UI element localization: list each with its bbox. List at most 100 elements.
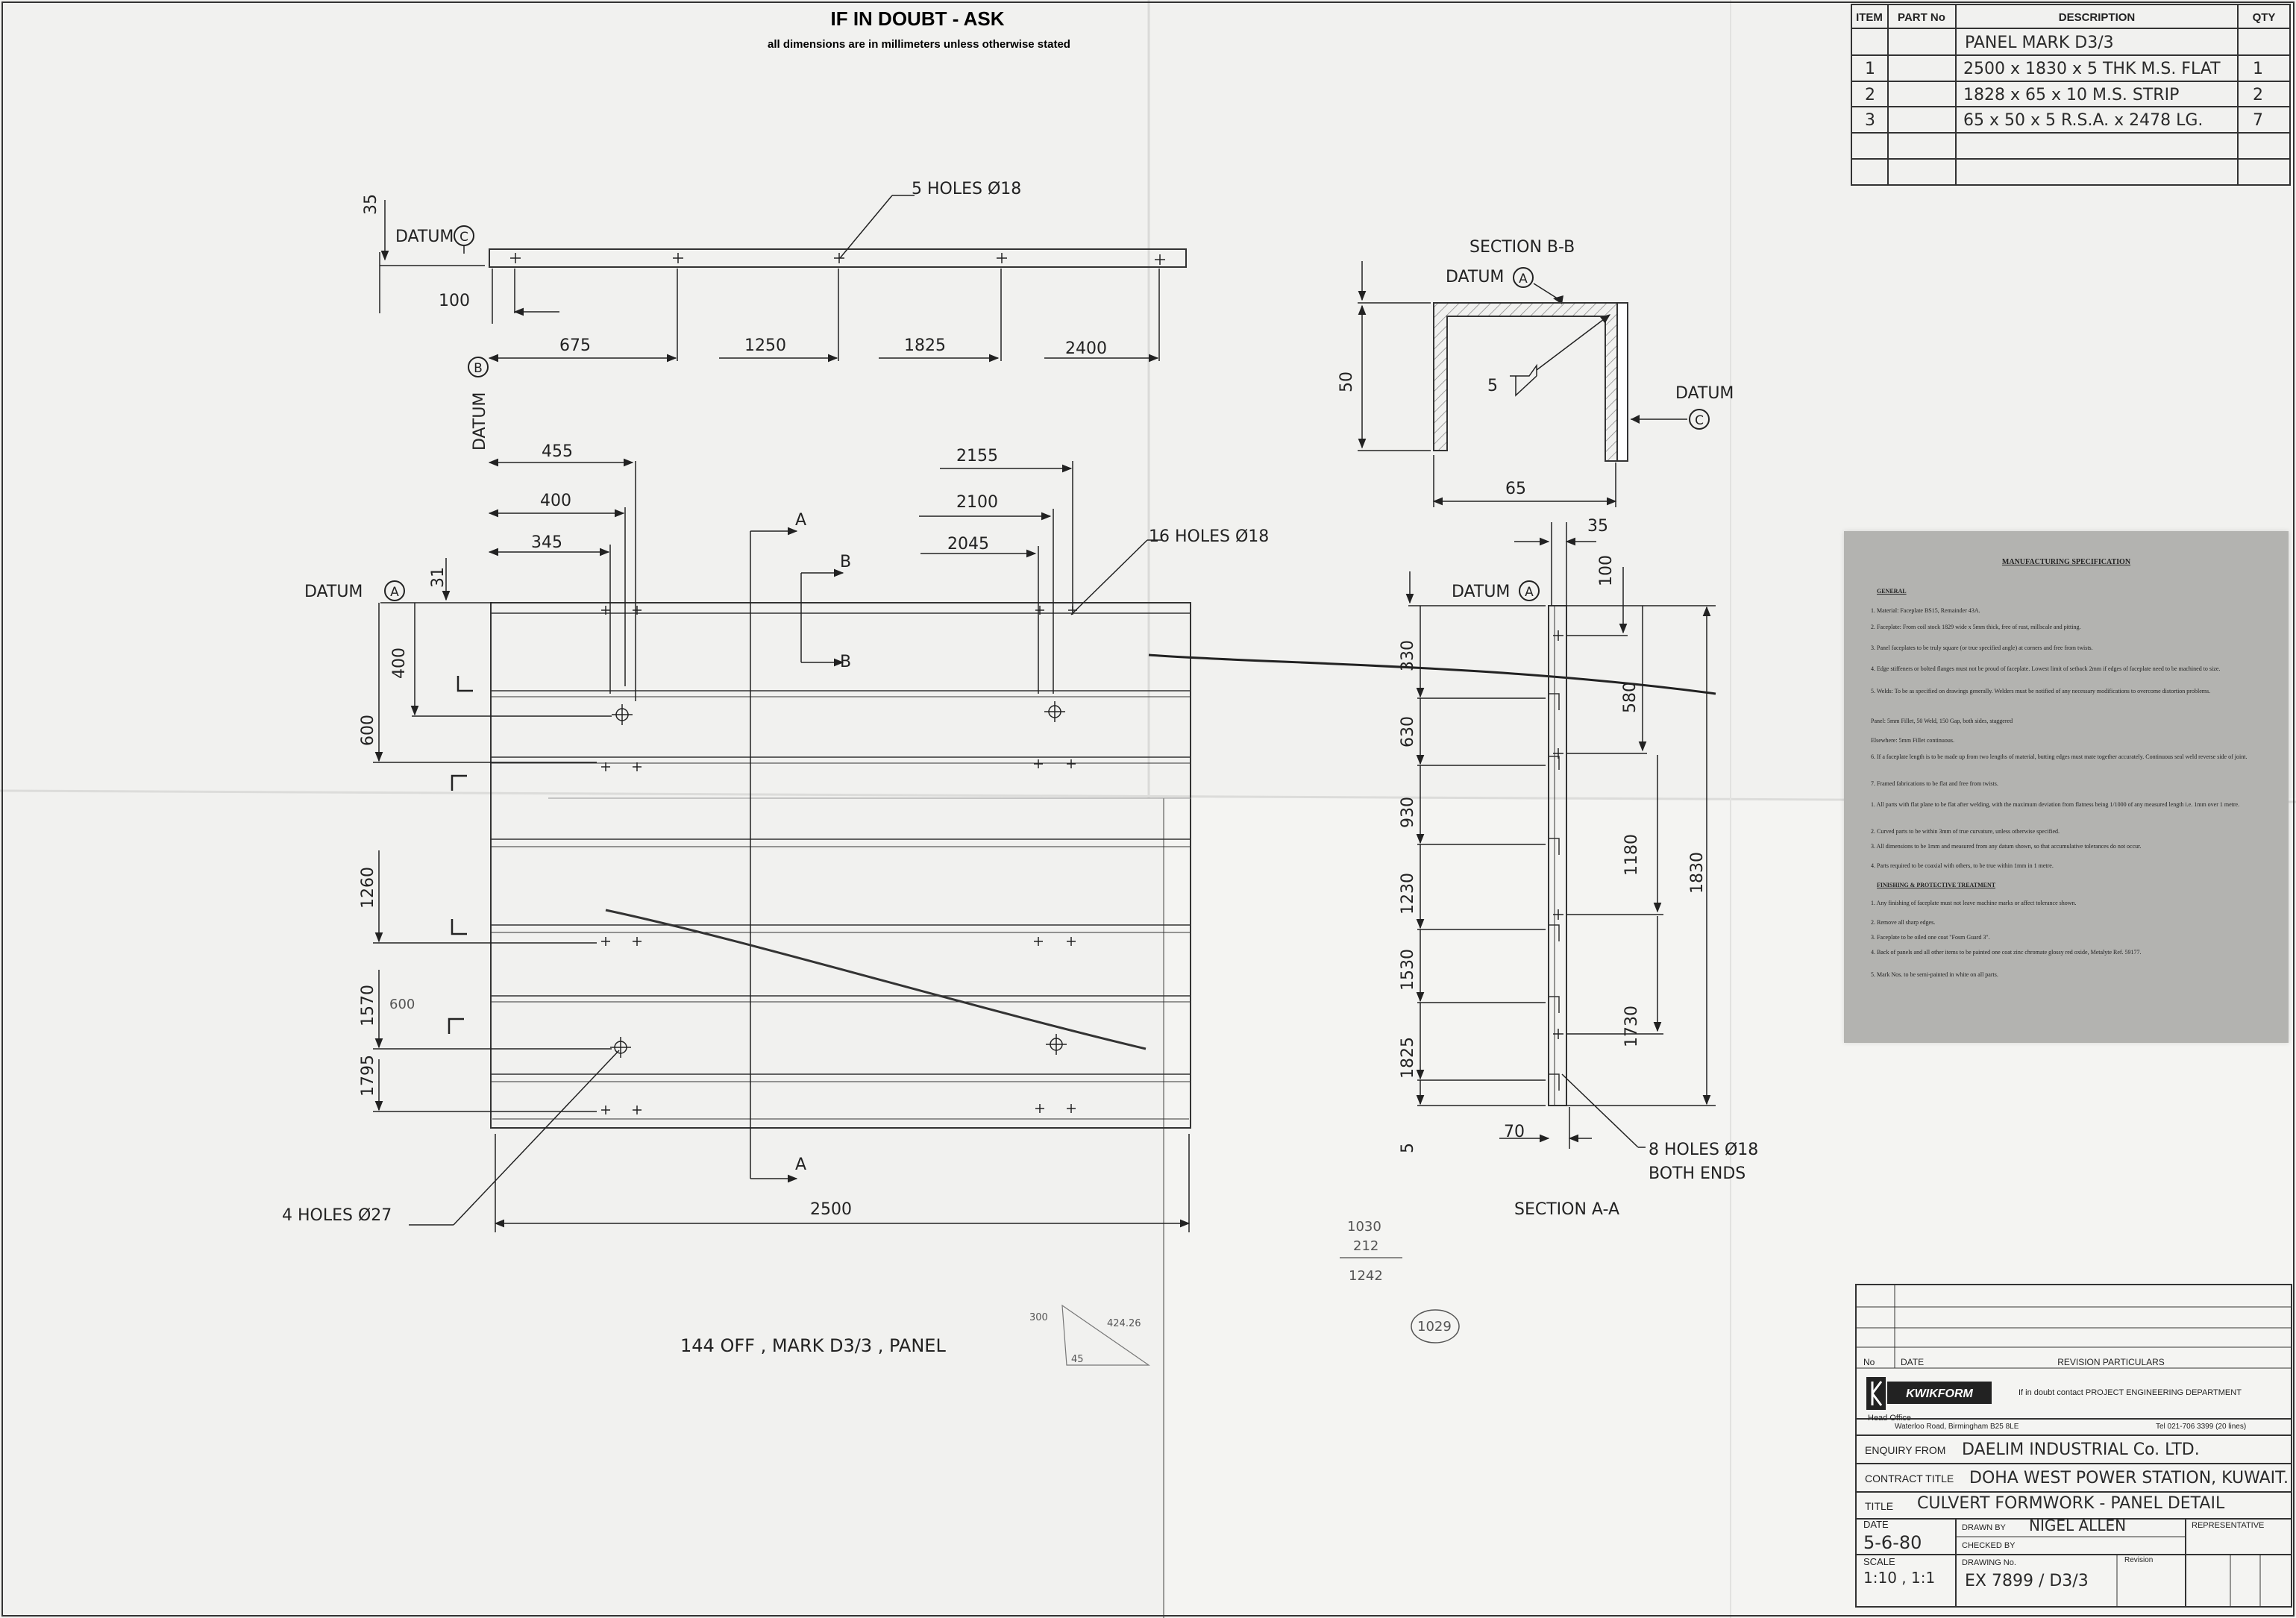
dim-2100: 2100 xyxy=(956,493,998,512)
section-arrow-b-bottom: B xyxy=(840,653,851,671)
section-bb-datum-a-label: DATUM xyxy=(1446,268,1504,286)
section-aa-dim-580: 580 xyxy=(1621,682,1640,713)
drawing-no-value: EX 7899 / D3/3 xyxy=(1965,1572,2089,1590)
revision-label: Revision xyxy=(2124,1556,2153,1564)
spec-line: Panel: 5mm Fillet, 50 Weld, 150 Gap, bot… xyxy=(1871,718,2013,724)
dim-455: 455 xyxy=(542,442,573,461)
panel-caption: 144 OFF , MARK D3/3 , PANEL xyxy=(680,1335,946,1356)
datum-a-circle xyxy=(384,580,405,601)
units-note: all dimensions are in millimeters unless… xyxy=(768,38,1070,51)
plan-view xyxy=(489,248,1191,1129)
scale-value: 1:10 , 1:1 xyxy=(1863,1569,1935,1587)
dim-2500: 2500 xyxy=(810,1200,852,1219)
spec-line: 4. Back of panels and all other items to… xyxy=(1871,949,2142,956)
spec-line: Elsewhere: 5mm Fillet continuous. xyxy=(1871,737,1954,744)
section-bb-datum-c-circle xyxy=(1689,409,1710,430)
parts-list xyxy=(1851,4,2291,186)
title-value: CULVERT FORMWORK - PANEL DETAIL xyxy=(1917,1494,2225,1513)
spec-line: 5. Mark Nos. to be semi-painted in white… xyxy=(1871,971,1998,978)
contact-note: If in doubt contact PROJECT ENGINEERING … xyxy=(2019,1388,2242,1397)
contract-value: DOHA WEST POWER STATION, KUWAIT. xyxy=(1969,1469,2289,1487)
section-aa-dim-1230: 1230 xyxy=(1399,873,1417,915)
kwikform-logo-text: KWIKFORM xyxy=(1906,1387,1973,1400)
calc-212: 212 xyxy=(1353,1238,1378,1254)
datum-b-circle xyxy=(468,357,489,377)
pencil-calculations: 1030 212 1242 1029 300 45 424.26 xyxy=(1029,1219,1460,1366)
section-arrow-b-top: B xyxy=(840,553,851,571)
section-bb-title: SECTION B-B xyxy=(1469,238,1575,257)
calc-circle xyxy=(1411,1309,1460,1343)
date-value: 5-6-80 xyxy=(1863,1532,1922,1553)
manufacturing-specification: MANUFACTURING SPECIFICATION GENERAL 1. M… xyxy=(1844,531,2289,1043)
drawn-value: NIGEL ALLEN xyxy=(2029,1517,2126,1534)
section-aa-dim-1530: 1530 xyxy=(1399,949,1417,991)
dim-1825: 1825 xyxy=(904,336,946,355)
spec-finishing-heading: FINISHING & PROTECTIVE TREATMENT xyxy=(1877,882,1996,888)
drawn-label: DRAWN BY xyxy=(1962,1523,2007,1532)
parts-row-1-desc: 2500 x 1830 x 5 THK M.S. FLAT xyxy=(1963,60,2221,78)
title-block xyxy=(1855,1284,2292,1608)
section-arrow-a-bottom: A xyxy=(795,1156,806,1174)
spec-title: MANUFACTURING SPECIFICATION xyxy=(2001,558,2131,566)
kwikform-logo-plate xyxy=(1887,1382,1992,1404)
parts-row-2-item: 2 xyxy=(1865,86,1875,104)
rev-date-header: DATE xyxy=(1901,1357,1924,1367)
enquiry-label: ENQUIRY FROM xyxy=(1865,1444,1945,1456)
dim-345: 345 xyxy=(531,533,562,552)
dim-2400: 2400 xyxy=(1065,339,1107,358)
section-aa-datum-a-letter: A xyxy=(1525,585,1534,600)
spec-line: 2. Curved parts to be within 3mm of true… xyxy=(1871,828,2060,835)
dim-1570: 1570 xyxy=(359,985,377,1026)
spec-line: 2. Faceplate: From coil stock 1829 wide … xyxy=(1871,624,2081,630)
enquiry-value: DAELIM INDUSTRIAL Co. LTD. xyxy=(1962,1440,2200,1459)
top-dimension-lines xyxy=(379,195,1160,363)
parts-header-partno: PART No xyxy=(1898,11,1945,24)
contract-label: CONTRACT TITLE xyxy=(1865,1473,1954,1484)
datum-c-callout: DATUM C xyxy=(395,225,474,254)
spec-line: 3. Faceplate to be oiled one coat "Fosm … xyxy=(1871,934,1990,941)
calc-1030: 1030 xyxy=(1347,1219,1381,1235)
datum-a-callout: DATUM A xyxy=(304,580,405,601)
dim-600: 600 xyxy=(359,715,377,746)
side-holes-label: 16 HOLES Ø18 xyxy=(1149,527,1269,546)
spec-general-heading: GENERAL xyxy=(1877,588,1907,595)
section-aa-holes-line1: 8 HOLES Ø18 xyxy=(1649,1141,1758,1159)
title-label: TITLE xyxy=(1865,1500,1893,1512)
section-aa-dim-330: 330 xyxy=(1399,640,1417,671)
checked-label: CHECKED BY xyxy=(1962,1541,2016,1550)
section-aa-dim-1180: 1180 xyxy=(1622,834,1641,876)
datum-b-callout: DATUM B xyxy=(468,357,489,451)
rev-particulars-header: REVISION PARTICULARS xyxy=(2057,1357,2165,1367)
spec-line: 7. Framed fabrications to be flat and fr… xyxy=(1871,780,1998,787)
representative-label: REPRESENTATIVE xyxy=(2192,1521,2264,1530)
parts-row-2-desc: 1828 x 65 x 10 M.S. STRIP xyxy=(1963,86,2179,104)
section-aa-datum-a-circle xyxy=(1519,580,1540,601)
section-aa-dim-1730: 1730 xyxy=(1622,1006,1641,1047)
doubt-heading: IF IN DOUBT - ASK xyxy=(830,7,1004,30)
section-aa-dim-35: 35 xyxy=(1587,517,1608,536)
datum-c-circle xyxy=(454,225,474,246)
section-bb-datum-a-circle xyxy=(1513,267,1534,288)
spec-line: 2. Remove all sharp edges. xyxy=(1871,919,1936,926)
datum-c-letter: C xyxy=(459,230,468,245)
calc-1029: 1029 xyxy=(1417,1319,1452,1335)
spec-line: 1. Any finishing of faceplate must not l… xyxy=(1871,900,2077,906)
upper-dimension-lines xyxy=(488,458,1162,1183)
dim-100: 100 xyxy=(439,292,470,310)
spec-line: 4. Edge stiffeners or bolted flanges mus… xyxy=(1871,665,2221,672)
parts-header-qty: QTY xyxy=(2253,11,2276,24)
spec-line: 6. If a faceplate length is to be made u… xyxy=(1871,753,2248,760)
spec-line: 3. Panel faceplates to be truly square (… xyxy=(1871,645,2093,651)
scale-label: SCALE xyxy=(1863,1556,1895,1567)
parts-header-description: DESCRIPTION xyxy=(2059,11,2136,24)
top-holes-label: 5 HOLES Ø18 xyxy=(912,180,1021,198)
section-aa-dim-70: 70 xyxy=(1504,1123,1525,1141)
dim-1250: 1250 xyxy=(744,336,786,355)
dim-2155: 2155 xyxy=(956,447,998,465)
dim-400: 400 xyxy=(540,492,571,510)
dim-1795: 1795 xyxy=(359,1055,377,1097)
dim-35: 35 xyxy=(362,194,380,215)
kwikform-logo-mark xyxy=(1866,1377,1886,1410)
parts-panel-mark: PANEL MARK D3/3 xyxy=(1965,34,2114,52)
